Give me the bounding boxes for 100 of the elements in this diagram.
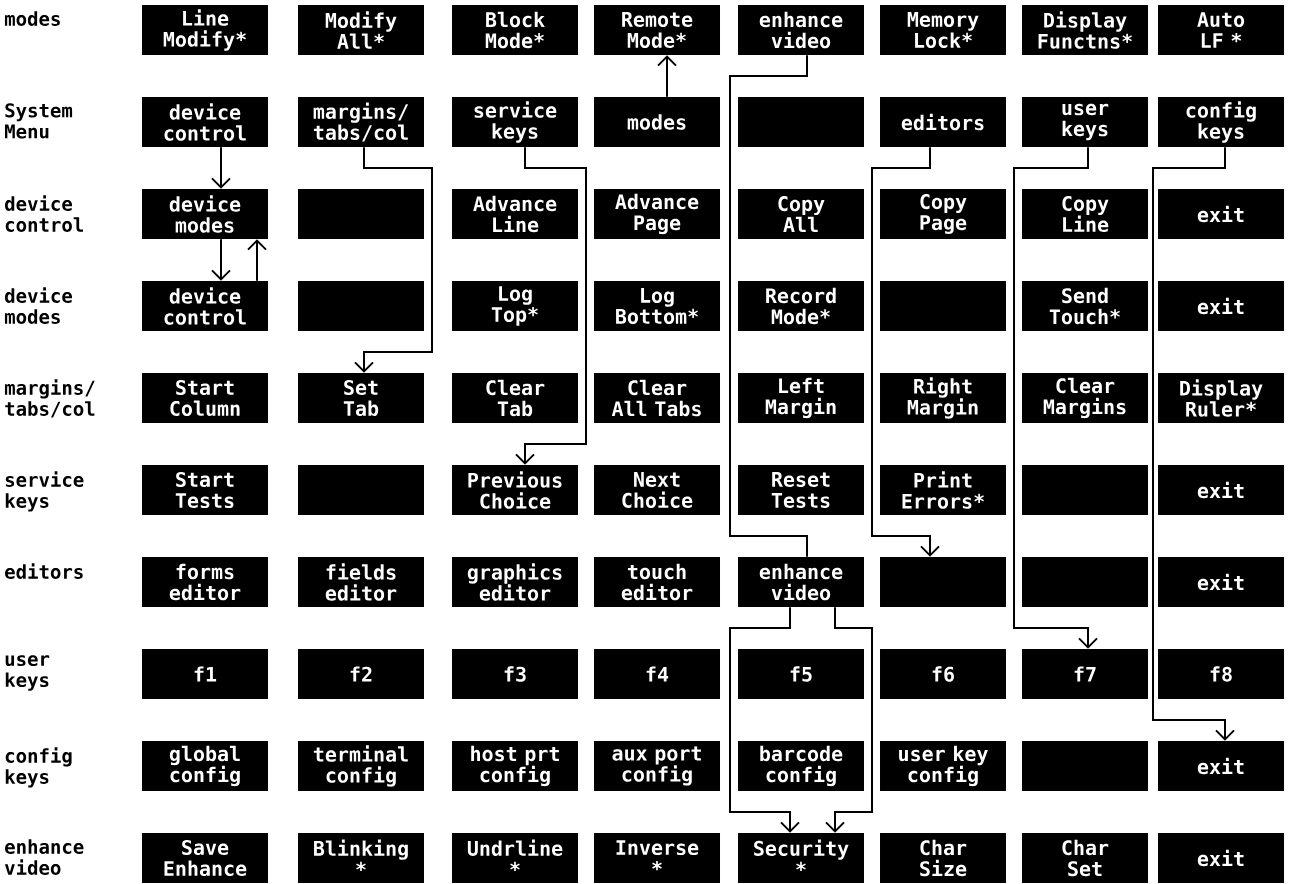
menu-key: user key config — [880, 741, 1006, 791]
row-label: user keys — [5, 655, 50, 691]
menu-key: Advance Page — [594, 189, 720, 239]
menu-key: Block Mode* — [452, 5, 578, 55]
blank-key — [1022, 741, 1148, 791]
arrow — [825, 606, 873, 833]
menu-key: Set Tab — [298, 373, 424, 423]
blank-key — [298, 281, 424, 331]
menu-key: exit — [1158, 189, 1284, 239]
blank-key — [298, 189, 424, 239]
blank-key — [298, 465, 424, 515]
blank-key — [880, 281, 1006, 331]
menu-key: f1 — [142, 649, 268, 699]
menu-key: enhance video — [738, 557, 864, 607]
menu-key: Start Tests — [142, 465, 268, 515]
menu-key: Log Bottom* — [594, 281, 720, 331]
menu-key: Left Margin — [738, 373, 864, 423]
menu-key: Copy All — [738, 189, 864, 239]
menu-key: Display Ruler* — [1158, 373, 1284, 423]
arrow — [871, 146, 940, 557]
menu-key: f6 — [880, 649, 1006, 699]
menu-key: Right Margin — [880, 373, 1006, 423]
arrow — [247, 239, 267, 282]
menu-key: Inverse * — [594, 833, 720, 883]
menu-key: device control — [142, 97, 268, 147]
menu-key: Print Errors* — [880, 465, 1006, 515]
menu-key: Line Modify* — [142, 5, 268, 55]
menu-key: Display Functns* — [1022, 5, 1148, 55]
menu-key: Remote Mode* — [594, 5, 720, 55]
menu-key: f7 — [1022, 649, 1148, 699]
menu-key: Clear All Tabs — [594, 373, 720, 423]
menu-key: Log Top* — [452, 281, 578, 331]
menu-key: device modes — [142, 189, 268, 239]
menu-key: exit — [1158, 281, 1284, 331]
menu-key: barcode config — [738, 741, 864, 791]
menu-key: device control — [142, 281, 268, 331]
menu-key: exit — [1158, 833, 1284, 883]
menu-key: f3 — [452, 649, 578, 699]
menu-key: aux port config — [594, 741, 720, 791]
menu-key: Record Mode* — [738, 281, 864, 331]
menu-key: enhance video — [738, 5, 864, 55]
blank-key — [1022, 465, 1148, 515]
menu-key: exit — [1158, 557, 1284, 607]
row-label: editors — [5, 563, 83, 579]
blank-key — [738, 97, 864, 147]
menu-key: exit — [1158, 741, 1284, 791]
menu-key: f2 — [298, 649, 424, 699]
menu-key: service keys — [452, 97, 578, 147]
menu-key: Char Set — [1022, 833, 1148, 883]
menu-key: Clear Margins — [1022, 373, 1148, 423]
menu-key: f8 — [1158, 649, 1284, 699]
menu-key: Copy Line — [1022, 189, 1148, 239]
arrow — [515, 146, 587, 465]
menu-key: Send Touch* — [1022, 281, 1148, 331]
menu-key: Save Enhance — [142, 833, 268, 883]
menu-key: terminal config — [298, 741, 424, 791]
menu-key: touch editor — [594, 557, 720, 607]
row-label: device modes — [4, 287, 73, 324]
row-label: System Menu — [5, 103, 73, 139]
menu-key: Copy Page — [880, 189, 1006, 239]
row-label: enhance video — [4, 839, 84, 875]
menu-key: modes — [594, 97, 720, 147]
arrow — [657, 55, 677, 98]
menu-key: Next Choice — [594, 465, 720, 515]
menu-key: forms editor — [142, 557, 268, 607]
blank-key — [1022, 557, 1148, 607]
row-label: service keys — [5, 471, 84, 512]
menu-key: editors — [880, 97, 1006, 147]
menu-key: Advance Line — [452, 189, 578, 239]
menu-key: Security * — [738, 833, 864, 883]
menu-key: Clear Tab — [452, 373, 578, 423]
menu-key: Previous Choice — [452, 465, 578, 515]
arrow — [211, 238, 231, 281]
menu-key: user keys — [1022, 97, 1148, 147]
menu-key: Undrline * — [452, 833, 578, 883]
menu-key: graphics editor — [452, 557, 578, 607]
menu-key: fields editor — [298, 557, 424, 607]
arrow — [729, 606, 800, 833]
menu-key: margins/ tabs/col — [298, 97, 424, 147]
arrow — [211, 146, 231, 189]
menu-key: Blinking * — [298, 833, 424, 883]
menu-key: Modify All* — [298, 5, 424, 55]
menu-key: Char Size — [880, 833, 1006, 883]
menu-key: global config — [142, 741, 268, 791]
row-label: config keys — [5, 747, 72, 788]
menu-key: f5 — [738, 649, 864, 699]
menu-key: exit — [1158, 465, 1284, 515]
menu-key: host prt config — [452, 741, 578, 791]
menu-key: Reset Tests — [738, 465, 864, 515]
menu-key: config keys — [1158, 97, 1284, 147]
menu-key: Memory Lock* — [880, 5, 1006, 55]
blank-key — [880, 557, 1006, 607]
menu-key: Auto LF * — [1158, 5, 1284, 55]
row-label: device control — [5, 195, 83, 232]
arrow — [1152, 146, 1235, 741]
menu-key: f4 — [594, 649, 720, 699]
menu-key: Start Column — [142, 373, 268, 423]
arrow — [354, 146, 433, 373]
row-label: margins/ tabs/col — [4, 379, 95, 418]
arrow — [1013, 146, 1098, 649]
